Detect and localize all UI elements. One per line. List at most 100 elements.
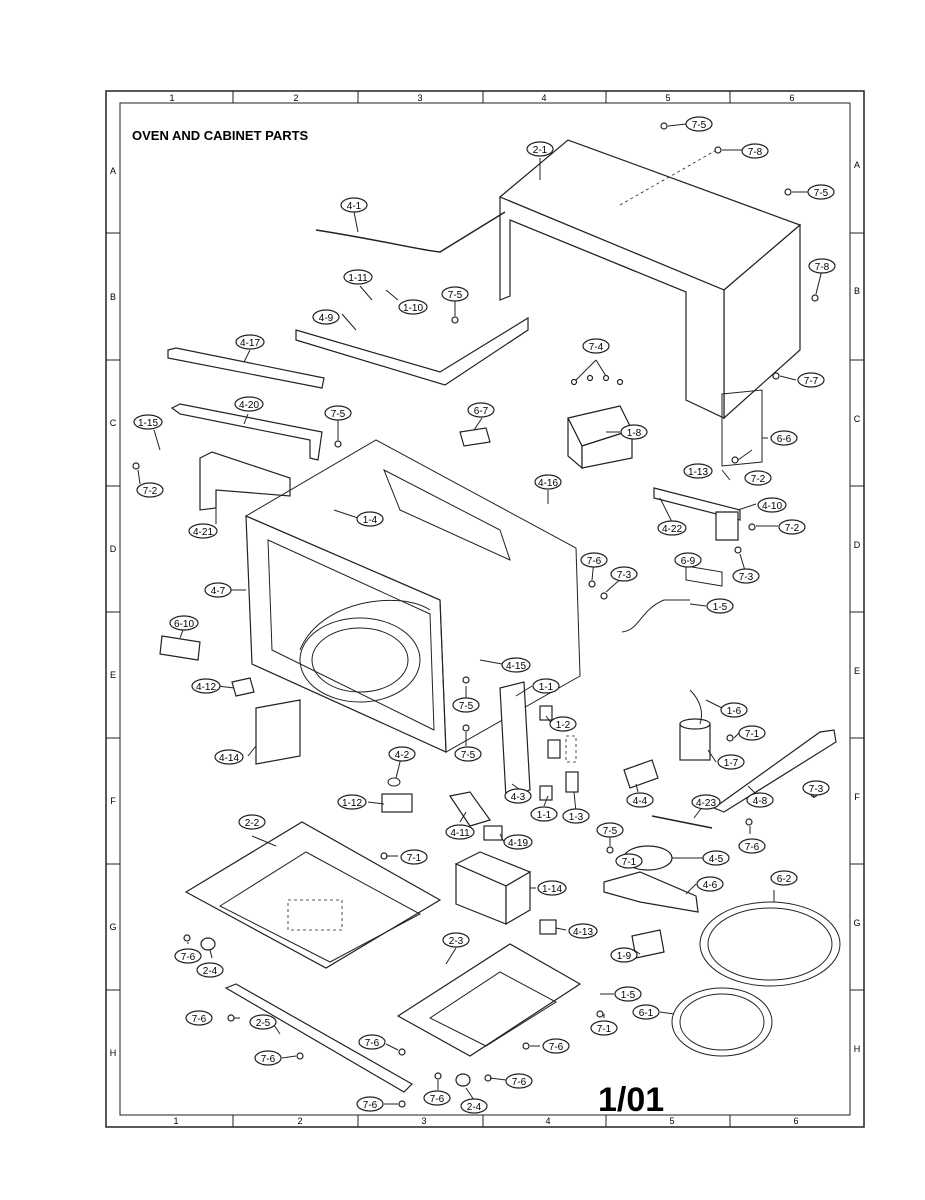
svg-text:7-6: 7-6 <box>192 1014 207 1025</box>
row-label: F <box>110 796 116 806</box>
row-label: G <box>853 918 860 928</box>
long-rail-part <box>224 983 413 1093</box>
col-label: 4 <box>545 1116 550 1126</box>
part-callout: 7-6 <box>254 1050 282 1066</box>
part-callout: 7-7 <box>797 372 825 388</box>
part-callout: 7-6 <box>542 1038 570 1054</box>
svg-text:7-8: 7-8 <box>815 262 830 273</box>
svg-text:7-1: 7-1 <box>407 853 422 864</box>
svg-text:1-14: 1-14 <box>542 884 562 895</box>
part-callout: 1-2 <box>549 716 577 732</box>
part-callout: 4-14 <box>214 749 244 765</box>
svg-text:7-5: 7-5 <box>814 188 829 199</box>
part-callout: 4-23 <box>691 794 721 810</box>
part-callout: 7-1 <box>615 853 643 869</box>
row-label: E <box>110 670 116 680</box>
svg-text:7-6: 7-6 <box>512 1077 527 1088</box>
svg-text:6-1: 6-1 <box>639 1008 654 1019</box>
part-callout: 4-8 <box>746 792 774 808</box>
bracket-part <box>295 316 529 386</box>
svg-text:4-1: 4-1 <box>347 201 362 212</box>
outer-frame <box>105 90 865 1128</box>
row-label: D <box>110 544 117 554</box>
magnetron-part <box>567 405 633 470</box>
column-labels-bottom: 1 2 3 4 5 6 <box>173 1115 799 1127</box>
part-callout: 7-6 <box>738 838 766 854</box>
part-callout: 1-10 <box>398 299 428 315</box>
svg-text:6-2: 6-2 <box>777 874 792 885</box>
part-callout: 7-5 <box>685 116 713 132</box>
bottom-chassis-part <box>396 943 582 1057</box>
svg-text:4-6: 4-6 <box>703 880 718 891</box>
row-label: A <box>854 160 860 170</box>
part-callout: 6-9 <box>674 552 702 568</box>
inner-frame <box>119 102 851 1116</box>
row-label: H <box>854 1044 861 1054</box>
part-callout: 7-5 <box>441 286 469 302</box>
svg-text:7-6: 7-6 <box>261 1054 276 1065</box>
callout-bubbles: 7-5 2-1 7-8 7-5 4-1 7-8 1-11 1-10 7-5 4-… <box>133 116 836 1114</box>
svg-text:4-12: 4-12 <box>196 682 216 693</box>
part-callout: 7-5 <box>324 405 352 421</box>
col-label: 4 <box>541 93 546 103</box>
svg-text:4-23: 4-23 <box>696 798 716 809</box>
fuse-holder-part <box>483 825 503 841</box>
svg-text:4-16: 4-16 <box>538 478 558 489</box>
part-callout: 1-14 <box>537 880 567 896</box>
svg-text:2-2: 2-2 <box>245 818 260 829</box>
outer-cabinet-part <box>498 139 802 420</box>
svg-text:7-5: 7-5 <box>692 120 707 131</box>
svg-text:4-13: 4-13 <box>573 927 593 938</box>
part-callout: 1-6 <box>720 702 748 718</box>
svg-text:2-4: 2-4 <box>203 966 218 977</box>
part-callout: 4-16 <box>534 474 562 490</box>
svg-text:4-9: 4-9 <box>319 313 334 324</box>
part-callout: 1-9 <box>610 947 638 963</box>
oven-cavity-part <box>244 439 581 753</box>
part-callout: 2-4 <box>460 1098 488 1114</box>
part-callout: 1-15 <box>133 414 163 430</box>
svg-text:1-10: 1-10 <box>403 303 423 314</box>
col-label: 6 <box>793 1116 798 1126</box>
col-label: 3 <box>421 1116 426 1126</box>
part-callout: 1-4 <box>356 511 384 527</box>
svg-text:6-9: 6-9 <box>681 556 696 567</box>
part-callout: 7-6 <box>185 1010 213 1026</box>
row-label: D <box>854 540 861 550</box>
part-callout: 4-15 <box>501 657 531 673</box>
svg-text:1-1: 1-1 <box>539 682 554 693</box>
fan-bracket-part <box>603 871 699 913</box>
rod-part <box>315 211 506 253</box>
part-callout: 4-17 <box>235 334 265 350</box>
part-callout: 4-3 <box>504 788 532 804</box>
part-callout: 4-7 <box>204 582 232 598</box>
part-callout: 7-3 <box>802 780 830 796</box>
svg-text:2-4: 2-4 <box>467 1102 482 1113</box>
part-callout: 7-5 <box>596 822 624 838</box>
svg-text:1-4: 1-4 <box>363 515 378 526</box>
svg-text:4-21: 4-21 <box>193 527 213 538</box>
svg-text:1-3: 1-3 <box>569 812 584 823</box>
svg-text:6-7: 6-7 <box>474 406 489 417</box>
part-callout: 2-5 <box>249 1014 277 1030</box>
col-label: 3 <box>417 93 422 103</box>
svg-text:7-5: 7-5 <box>459 701 474 712</box>
svg-text:1-9: 1-9 <box>617 951 632 962</box>
row-label: C <box>110 418 117 428</box>
row-label: B <box>854 286 860 296</box>
svg-text:4-11: 4-11 <box>450 828 470 839</box>
svg-text:1-5: 1-5 <box>713 602 728 613</box>
col-label: 1 <box>169 93 174 103</box>
part-callout: 7-1 <box>590 1020 618 1036</box>
part-callout: 7-6 <box>423 1090 451 1106</box>
rail-part <box>712 729 837 813</box>
svg-text:7-5: 7-5 <box>461 750 476 761</box>
part-callout: 6-7 <box>467 402 495 418</box>
part-callout: 4-22 <box>657 520 687 536</box>
svg-text:2-1: 2-1 <box>533 145 548 156</box>
part-callout: 7-2 <box>778 519 806 535</box>
svg-text:4-3: 4-3 <box>511 792 526 803</box>
part-callout: 4-5 <box>702 850 730 866</box>
part-callout: 7-8 <box>808 258 836 274</box>
col-label: 2 <box>297 1116 302 1126</box>
